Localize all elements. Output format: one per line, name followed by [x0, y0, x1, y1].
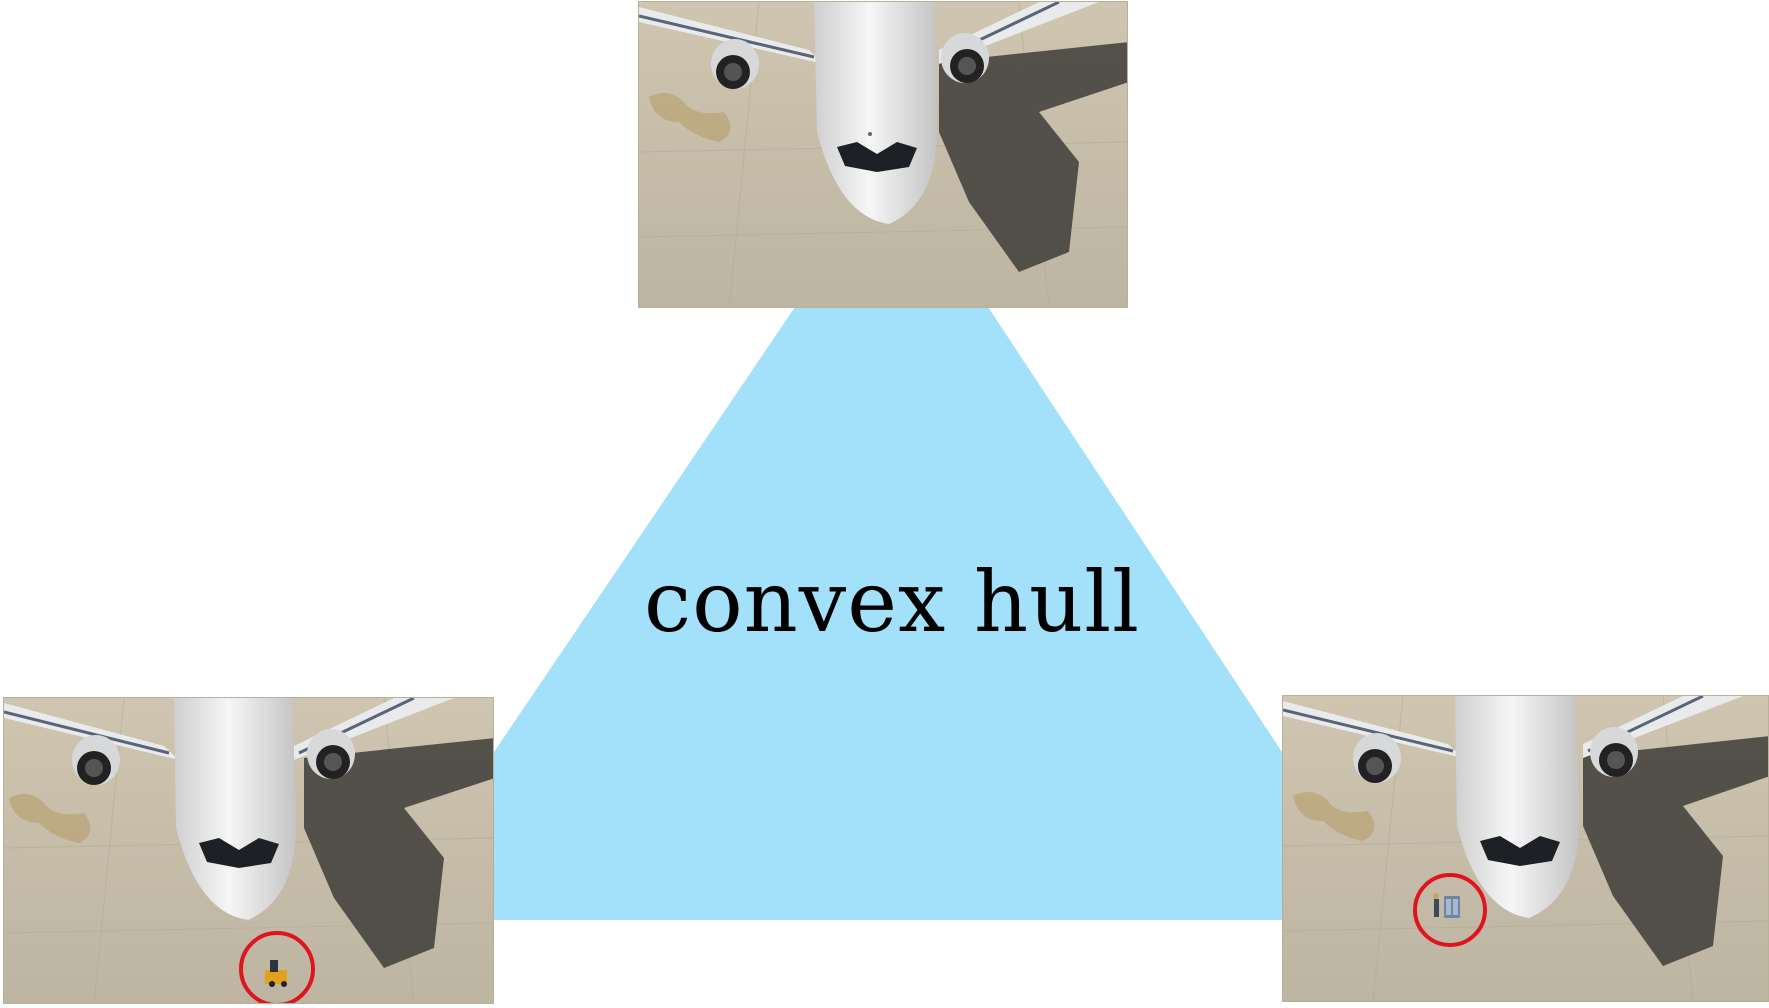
ground-vehicle-icon: [265, 960, 287, 987]
top-image: [638, 1, 1128, 308]
worker-with-cart-icon: [1433, 893, 1460, 918]
left-image: [3, 697, 494, 1004]
right-image: [1282, 695, 1769, 1002]
highlight-circle: [1413, 873, 1487, 947]
aircraft-photo: [1283, 696, 1768, 1001]
aircraft-photo: [639, 2, 1127, 307]
aircraft-photo: [4, 698, 493, 1003]
highlight-circle: [239, 931, 315, 1003]
convex-hull-triangle: [494, 307, 1282, 920]
hull-label: convex hull: [644, 553, 1140, 651]
